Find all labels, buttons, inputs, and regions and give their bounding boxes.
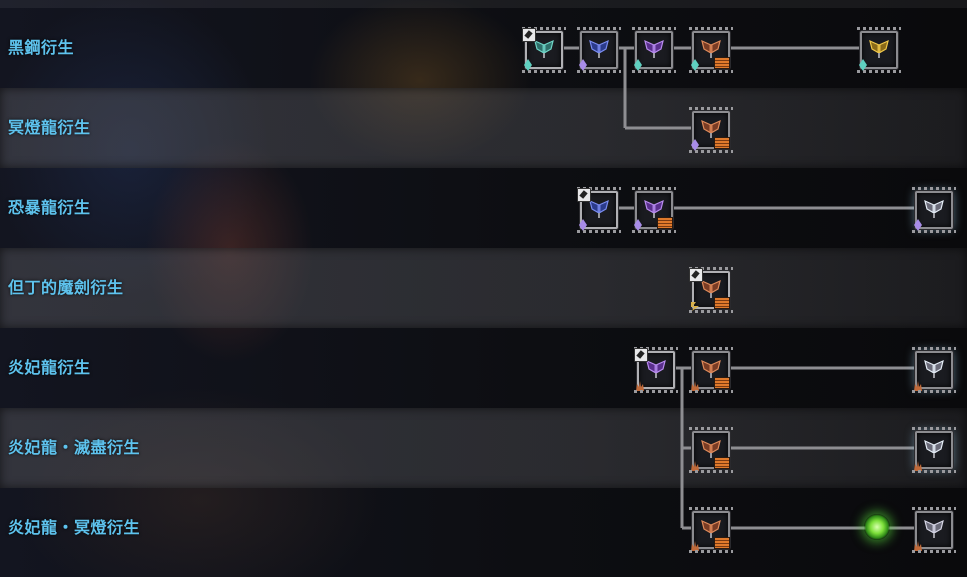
upgrade-materials-icon [714,57,730,69]
upgrade-materials-icon [714,137,730,149]
tree-label: 炎妃龍・滅盡衍生 [8,438,141,457]
element-crest-icon [859,59,867,71]
charge-blade-icon [701,359,721,378]
tree-row-1: 冥燈龍衍生 [0,88,967,168]
charge-blade-icon [589,199,609,218]
upgrade-materials-icon [714,297,730,309]
charge-blade-icon [701,39,721,58]
tree-label: 冥燈龍衍生 [8,118,91,137]
element-fire-icon [914,541,922,551]
charge-blade-icon [924,359,944,378]
charge-blade-icon [646,359,666,378]
weapon-node[interactable] [689,507,733,553]
upgrade-materials-icon [714,457,730,469]
element-fire-icon [691,541,699,551]
element-crest-icon [691,139,699,151]
element-crest-icon [579,59,587,71]
charge-blade-icon [869,39,889,58]
weapon-node[interactable] [632,187,676,233]
craftable-hammer-icon [577,188,591,202]
element-crest-icon [634,59,642,71]
upgrade-materials-icon [714,377,730,389]
weapon-node[interactable] [689,27,733,73]
weapon-node[interactable] [689,107,733,153]
tree-label: 但丁的魔劍衍生 [8,278,124,297]
top-divider [0,0,967,8]
element-crest-icon [691,59,699,71]
weapon-node[interactable] [689,347,733,393]
selection-cursor-icon [864,514,890,540]
tree-row-6: 炎妃龍・冥燈衍生 [0,488,967,568]
tree-row-4: 炎妃龍衍生 [0,328,967,408]
craftable-hammer-icon [689,268,703,282]
tree-label: 黑鋼衍生 [8,38,75,57]
charge-blade-icon [644,199,664,218]
element-fire-icon [636,381,644,391]
tree-label: 炎妃龍・冥燈衍生 [8,518,141,537]
weapon-node[interactable] [912,347,956,393]
charge-blade-icon [534,39,554,58]
charge-blade-icon [644,39,664,58]
charge-blade-icon [924,519,944,538]
weapon-node[interactable] [634,347,678,393]
upgrade-materials-icon [657,217,673,229]
tree-label: 炎妃龍衍生 [8,358,91,377]
charge-blade-icon [701,439,721,458]
element-fire-icon [691,381,699,391]
element-fire-icon [914,381,922,391]
tree-label: 恐暴龍衍生 [8,198,91,217]
charge-blade-icon [701,119,721,138]
weapon-node[interactable] [689,267,733,313]
weapon-node[interactable] [577,187,621,233]
element-crest-icon [914,219,922,231]
weapon-node[interactable] [857,27,901,73]
charge-blade-icon [924,199,944,218]
weapon-node[interactable] [632,27,676,73]
charge-blade-icon [701,279,721,298]
craftable-hammer-icon [634,348,648,362]
weapon-node[interactable] [912,507,956,553]
tree-row-2: 恐暴龍衍生 [0,168,967,248]
element-crest-icon [524,59,532,71]
weapon-node[interactable] [912,187,956,233]
weapon-node[interactable] [689,427,733,473]
weapon-node[interactable] [577,27,621,73]
element-crest-icon [634,219,642,231]
element-thunder-icon [691,302,699,311]
element-fire-icon [691,461,699,471]
weapon-node[interactable] [522,27,566,73]
upgrade-materials-icon [714,537,730,549]
craftable-hammer-icon [522,28,536,42]
tree-row-3: 但丁的魔劍衍生 [0,248,967,328]
element-crest-icon [579,219,587,231]
tree-row-0: 黑鋼衍生 [0,8,967,88]
charge-blade-icon [924,439,944,458]
charge-blade-icon [589,39,609,58]
weapon-node[interactable] [912,427,956,473]
element-fire-icon [914,461,922,471]
charge-blade-icon [701,519,721,538]
